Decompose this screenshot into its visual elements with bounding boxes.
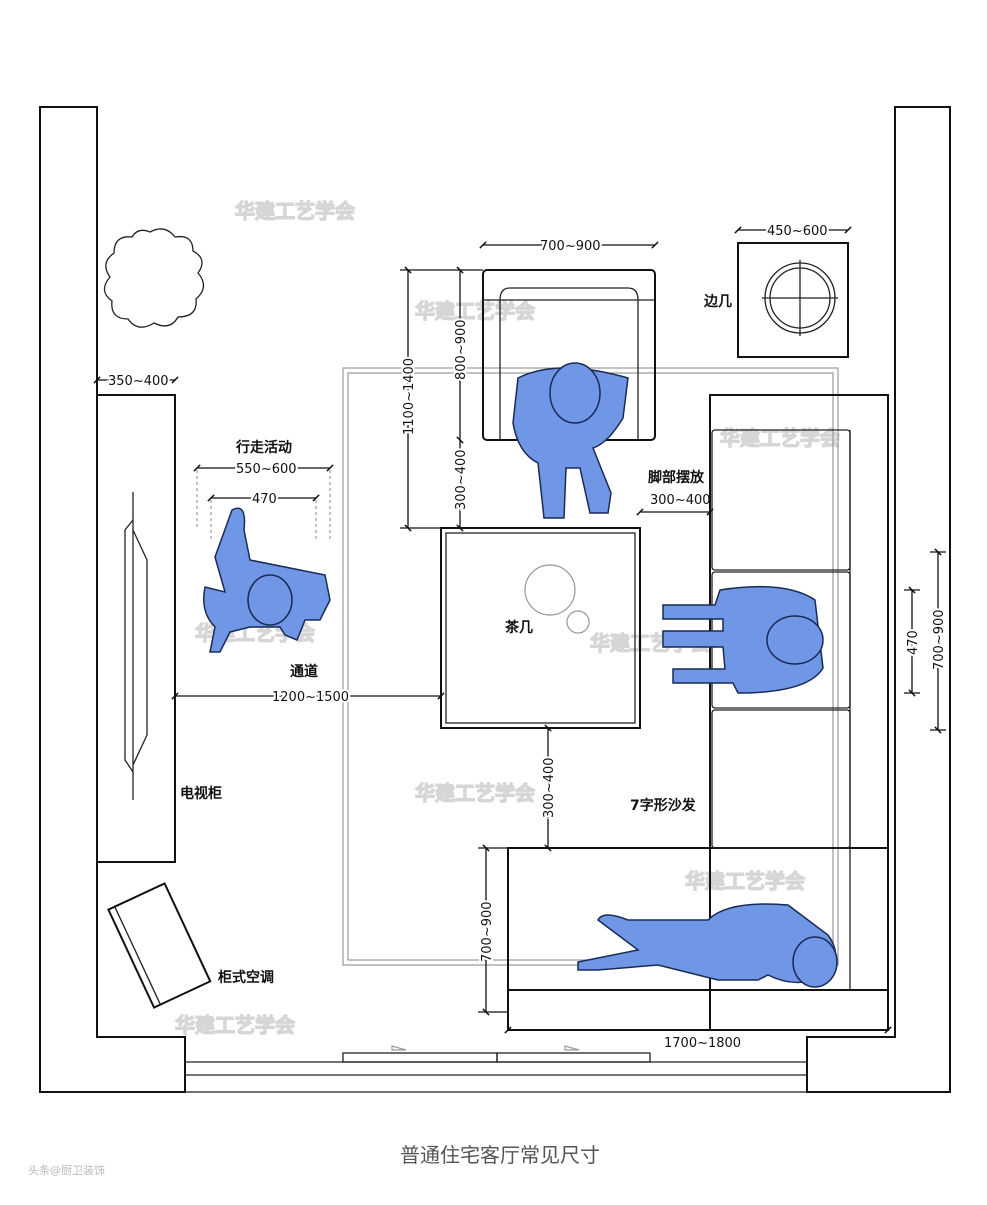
watermark: 华建工艺学会 — [235, 199, 355, 223]
dim-walk-width: 550~600 — [236, 462, 297, 477]
coffee-table-label: 茶几 — [504, 619, 533, 636]
dim-body-width: 470 — [252, 492, 277, 507]
window-door — [185, 1045, 807, 1093]
person-walking — [203, 507, 331, 653]
passage-label: 通道 — [290, 663, 318, 680]
dim-passage: 1200~1500 — [272, 690, 349, 705]
dim-side-table: 450~600 — [767, 224, 828, 239]
ac-label: 柜式空调 — [218, 969, 274, 986]
plant-icon — [103, 228, 205, 328]
dimension-labels: 350~400 550~600 470 1200~1500 700~900 45… — [106, 222, 949, 1051]
tv-cabinet-label: 电视柜 — [180, 785, 222, 802]
person-reclining — [577, 903, 838, 988]
side-table-label: 边几 — [703, 294, 732, 310]
diagram-title: 普通住宅客厅常见尺寸 — [400, 1143, 600, 1167]
person-seated-top — [512, 362, 629, 519]
side-table — [737, 242, 849, 358]
cup-icon — [524, 564, 576, 616]
dim-tv-depth: 350~400 — [108, 374, 169, 389]
dim-sofa-gap: 300~400 — [542, 757, 557, 818]
air-conditioner — [107, 882, 212, 1009]
dimension-lines — [93, 226, 946, 1034]
dim-armchair-width: 700~900 — [540, 239, 601, 254]
coffee-table-inner — [445, 532, 636, 724]
foot-space-label: 脚部摆放 — [648, 469, 705, 486]
watermark: 华建工艺学会 — [415, 781, 535, 805]
tv-icon — [124, 492, 148, 800]
source-credit: 头条@厨卫装饰 — [28, 1163, 105, 1177]
person-seated-right — [662, 585, 824, 694]
dim-armchair-gap: 300~400 — [454, 449, 469, 510]
dim-chaise-length: 1700~1800 — [664, 1036, 741, 1051]
dim-armchair-depth: 800~900 — [454, 319, 469, 380]
left-wall — [39, 106, 186, 1093]
watermark: 华建工艺学会 — [685, 869, 805, 893]
dim-seat-width: 470 — [906, 630, 921, 655]
dim-sofa-depth: 700~900 — [932, 609, 947, 670]
dim-chaise-depth: 700~900 — [480, 901, 495, 962]
dim-armchair-total: 1100~1400 — [402, 358, 417, 435]
sofa-label: 7字形沙发 — [630, 797, 697, 814]
watermark: 华建工艺学会 — [175, 1013, 295, 1037]
tv-cabinet — [96, 394, 176, 863]
dim-foot-gap: 300~400 — [650, 493, 711, 508]
coffee-table — [440, 527, 641, 729]
lamp-cross — [762, 260, 838, 336]
cup-icon — [566, 610, 590, 634]
watermark: 华建工艺学会 — [415, 299, 535, 323]
walking-label: 行走活动 — [235, 439, 292, 456]
l-shaped-sofa — [507, 394, 889, 1031]
